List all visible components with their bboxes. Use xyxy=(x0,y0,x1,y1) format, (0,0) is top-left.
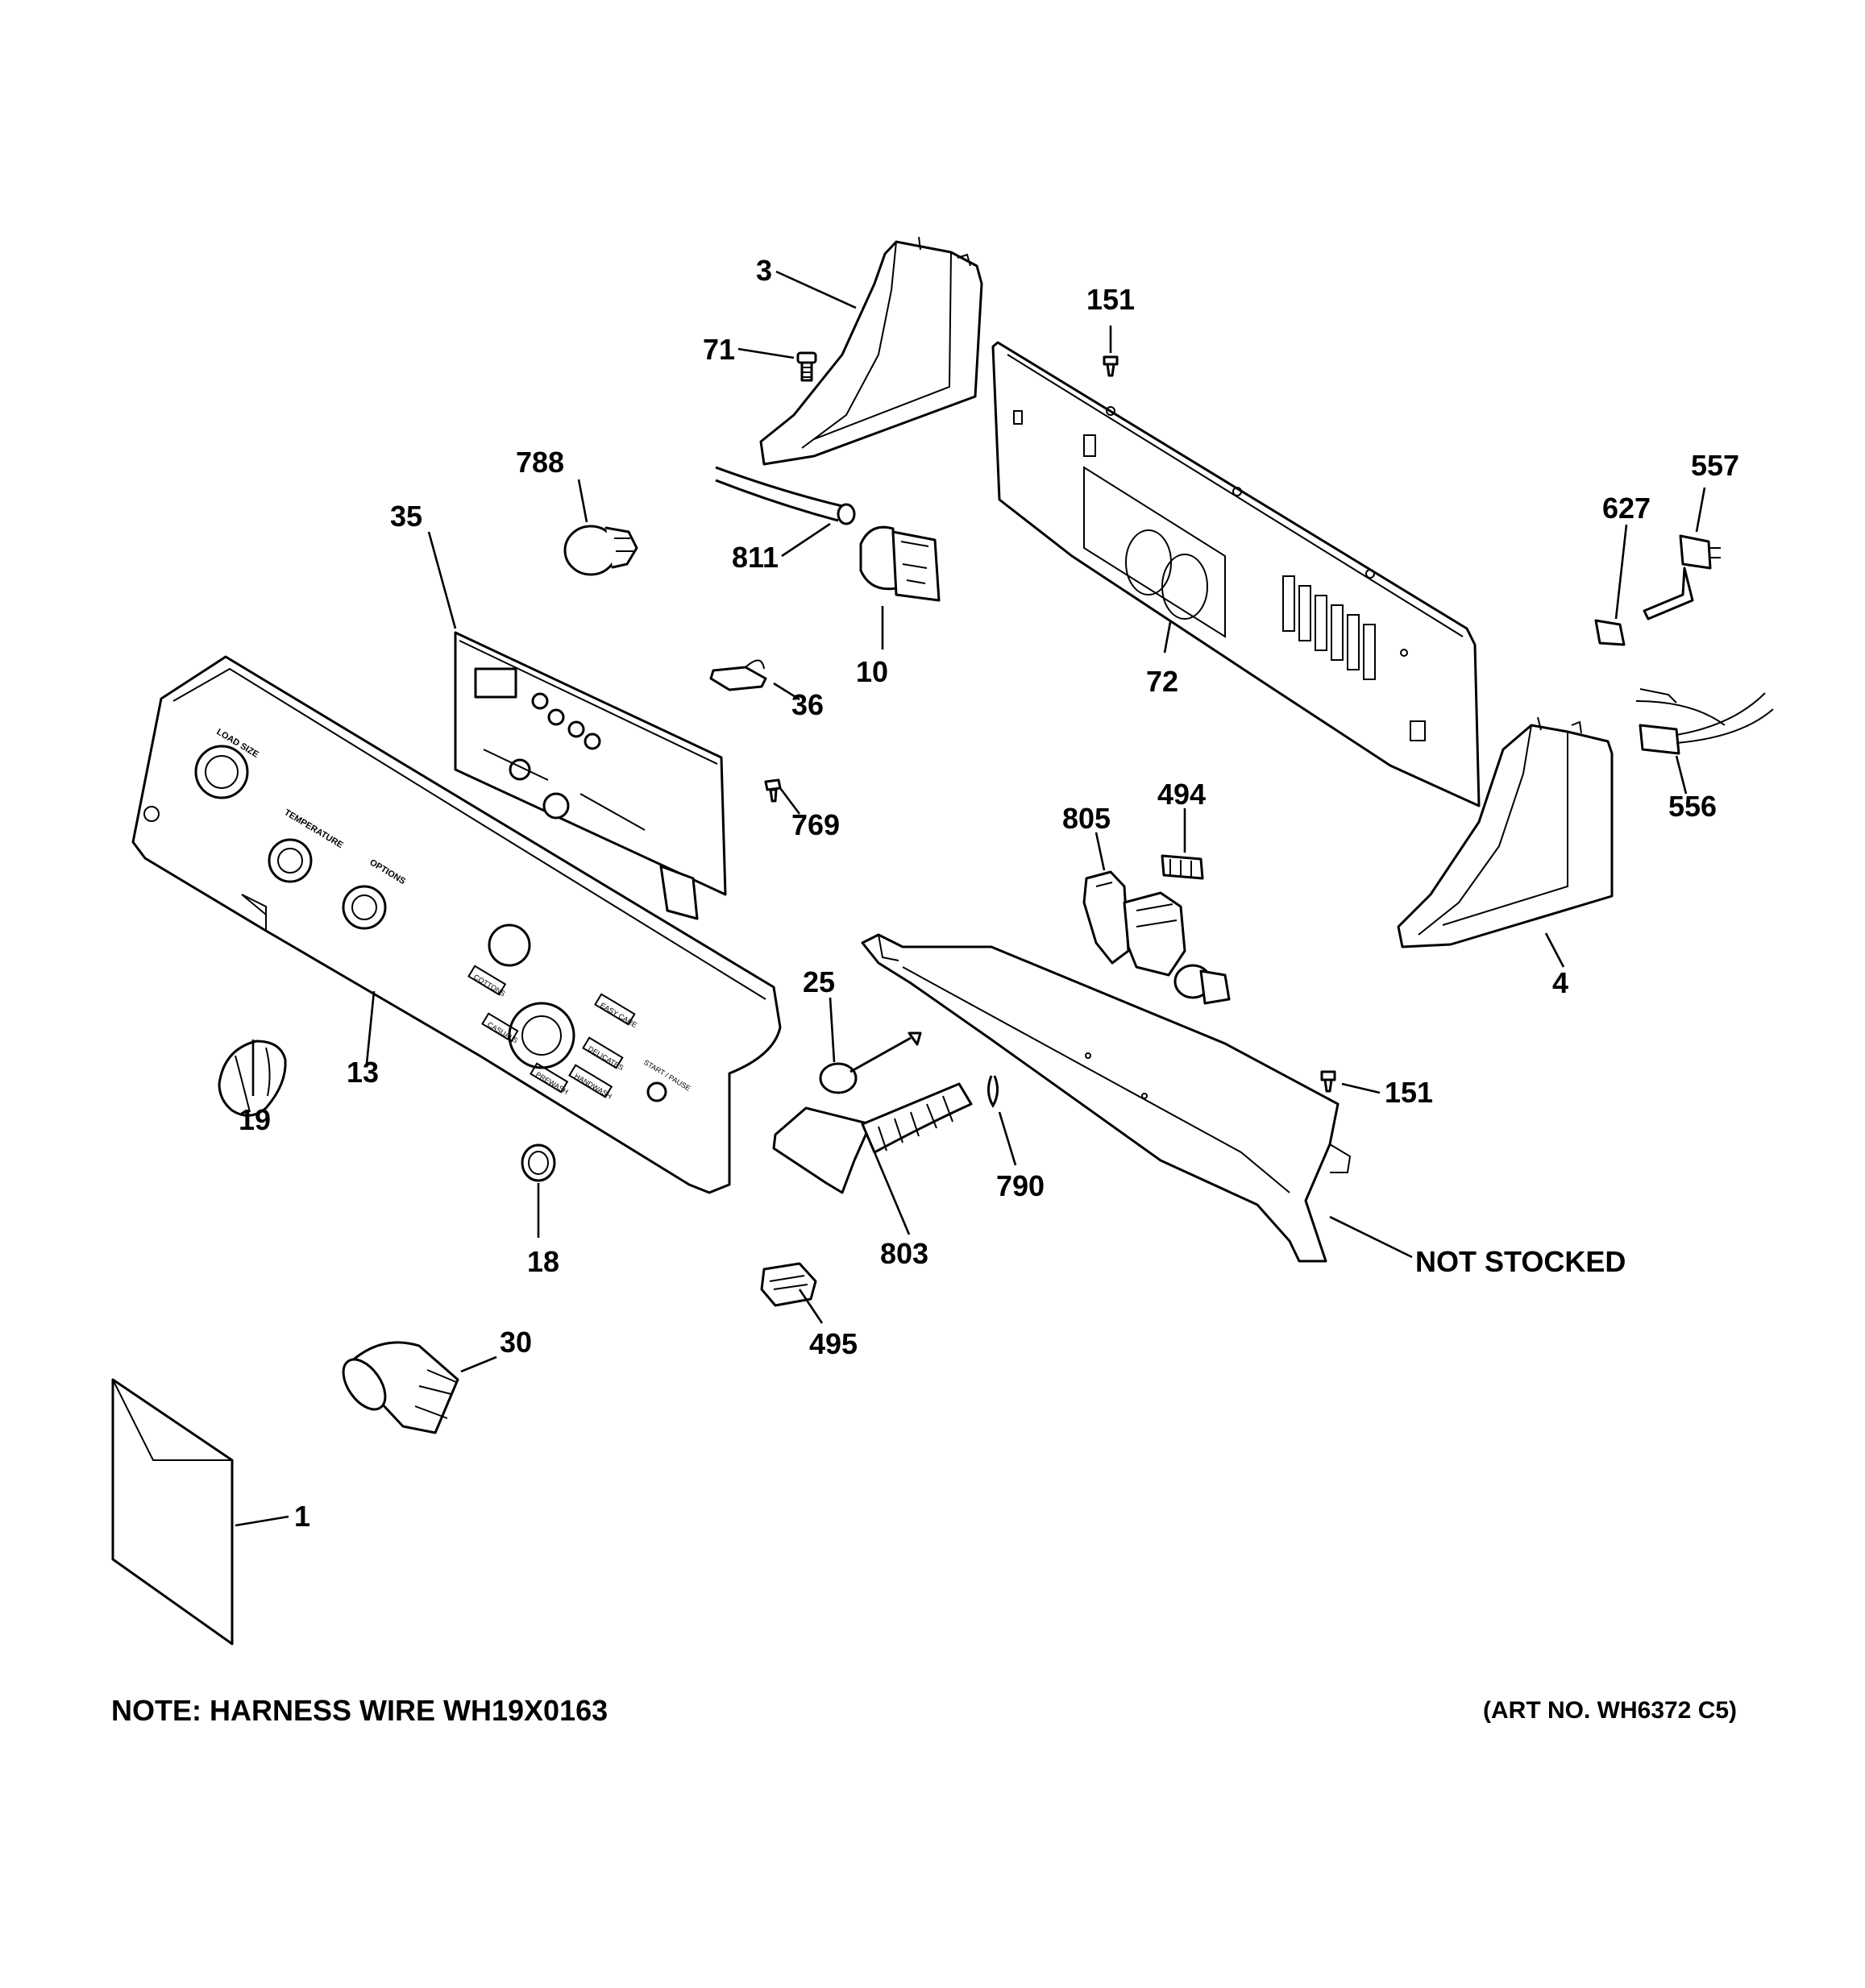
part-557-harness-plug xyxy=(1643,534,1721,620)
ge-logo xyxy=(143,806,160,822)
part-4-right-end-bracket xyxy=(1397,716,1614,948)
part-769-screw xyxy=(764,778,782,803)
harness-note: NOTE: HARNESS WIRE WH19X0163 xyxy=(111,1694,608,1727)
callout-1: 1 xyxy=(294,1500,310,1533)
callout-25: 25 xyxy=(803,965,835,998)
part-495-connector xyxy=(760,1262,817,1307)
callout-30: 30 xyxy=(500,1326,532,1359)
options-knob[interactable] xyxy=(342,885,387,930)
callout-151-top: 151 xyxy=(1086,283,1135,316)
callout-13: 13 xyxy=(347,1056,379,1089)
callout-627: 627 xyxy=(1602,492,1651,525)
part-72-back-panel xyxy=(991,341,1481,807)
callout-557: 557 xyxy=(1691,449,1739,482)
load-size-knob[interactable] xyxy=(194,745,249,799)
leader-lines xyxy=(235,270,1706,1527)
callout-495: 495 xyxy=(809,1327,858,1360)
part-1-owner-manual xyxy=(111,1378,234,1646)
callout-803: 803 xyxy=(880,1237,928,1270)
callout-72: 72 xyxy=(1146,665,1178,698)
part-10-pressure-switch xyxy=(859,525,941,602)
callout-10: 10 xyxy=(856,655,888,688)
callout-769: 769 xyxy=(791,808,840,841)
part-627-connector xyxy=(1594,619,1626,646)
indicator-circle xyxy=(488,923,531,967)
callout-3: 3 xyxy=(756,254,772,287)
part-25-air-dome xyxy=(819,1031,922,1094)
part-36-clip xyxy=(709,659,767,691)
callout-151-lower: 151 xyxy=(1385,1076,1433,1109)
callout-805: 805 xyxy=(1062,802,1111,835)
temperature-knob[interactable] xyxy=(268,838,313,883)
part-151-screw-lower xyxy=(1320,1070,1336,1093)
art-number: (ART NO. WH6372 C5) xyxy=(1483,1697,1737,1724)
back-panel-slots xyxy=(1282,575,1376,680)
callout-71: 71 xyxy=(703,333,735,366)
part-811-hose xyxy=(715,466,856,525)
callout-4: 4 xyxy=(1552,966,1568,999)
callout-790: 790 xyxy=(996,1169,1045,1202)
part-790-clamp xyxy=(987,1075,999,1108)
callout-36: 36 xyxy=(791,688,824,721)
callout-18: 18 xyxy=(527,1245,559,1278)
part-3-left-end-bracket xyxy=(759,236,983,466)
callout-19: 19 xyxy=(239,1103,271,1136)
part-18-knob-cap xyxy=(521,1143,556,1182)
not-stocked-label: NOT STOCKED xyxy=(1415,1245,1626,1278)
callout-labels: 3 71 151 788 35 811 10 72 627 557 36 769… xyxy=(239,254,1739,1533)
callout-811: 811 xyxy=(732,541,779,574)
part-13-control-console: LOAD SIZE TEMPERATURE OPTIONS COTTONS EA… xyxy=(131,655,782,1194)
callout-788: 788 xyxy=(516,446,564,479)
callout-35: 35 xyxy=(390,500,422,533)
part-805-water-valve xyxy=(1082,870,1231,1005)
part-71-screw xyxy=(796,351,817,382)
start-pause-button[interactable] xyxy=(646,1081,667,1102)
lower-support-rail xyxy=(861,933,1352,1263)
part-788-timer-motor xyxy=(563,525,638,576)
part-803-hose-assembly xyxy=(772,1082,973,1194)
callout-494: 494 xyxy=(1157,778,1206,811)
callout-556: 556 xyxy=(1668,790,1717,823)
part-494-connector xyxy=(1161,854,1204,880)
cycle-selector-knob[interactable] xyxy=(508,1002,575,1069)
part-151-screw-top xyxy=(1103,355,1119,377)
part-35-control-board xyxy=(454,631,727,920)
part-30-capacitor xyxy=(342,1341,459,1434)
part-556-wire-harness xyxy=(1635,688,1774,755)
